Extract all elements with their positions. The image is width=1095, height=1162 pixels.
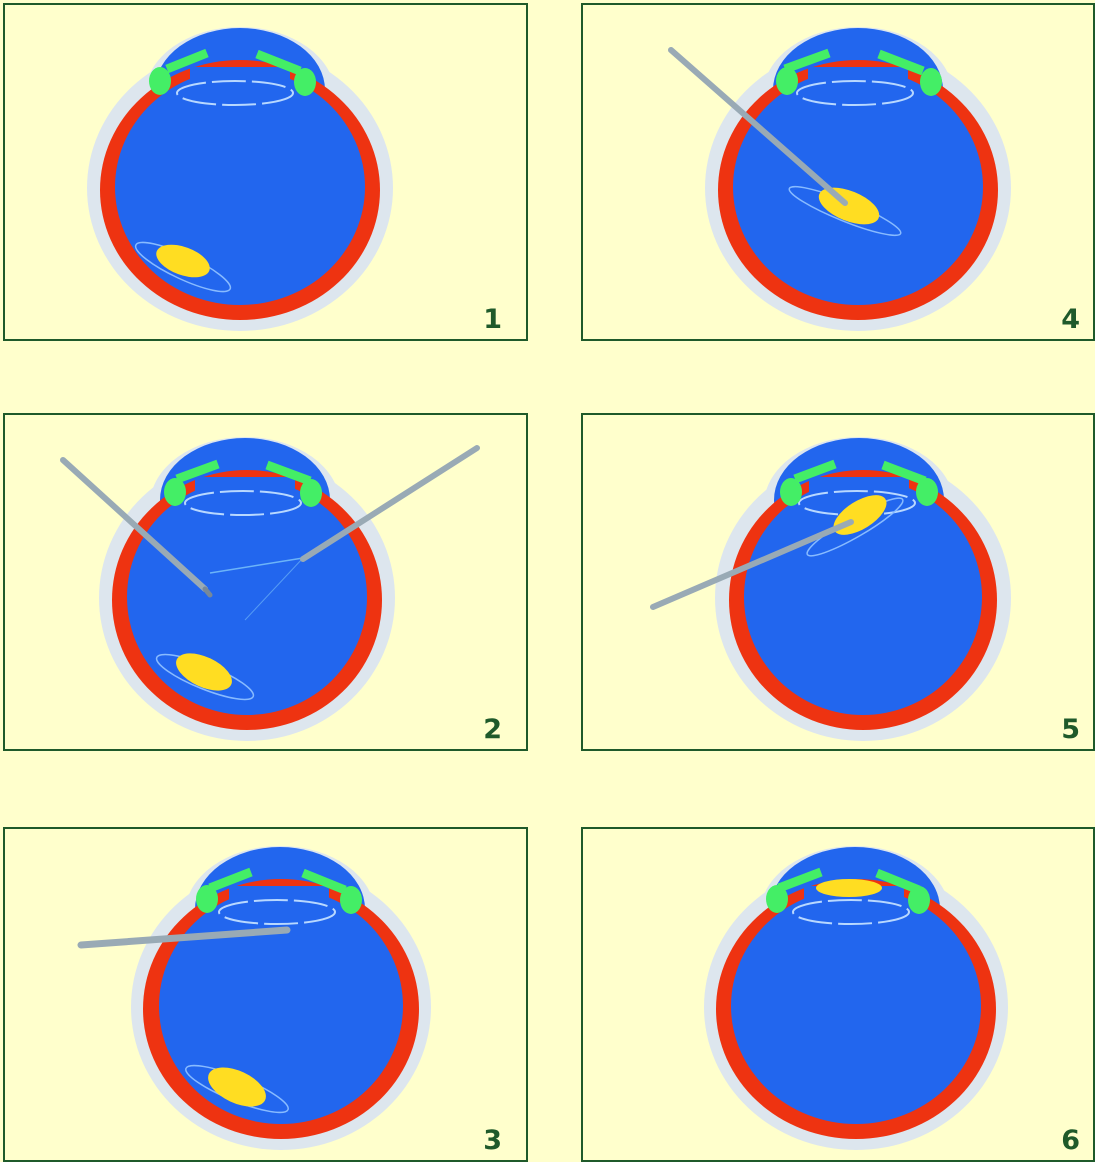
step-panel-6: 6 [581,827,1095,1162]
step-panel-5: 5 [581,413,1095,751]
eye-diagram-4 [583,5,1093,339]
ciliary-body-right [300,479,322,507]
step-number: 2 [483,714,502,745]
eye-diagram-3 [5,829,526,1160]
step-number: 4 [1061,304,1080,335]
ciliary-body-right [340,886,362,914]
step-panel-3: 3 [3,827,528,1162]
ciliary-body-left [780,478,802,506]
ciliary-body-left [766,885,788,913]
step-panel-1: 1 [3,3,528,341]
ciliary-body-right [294,68,316,96]
ciliary-body-left [776,67,798,95]
ciliary-body-left [164,478,186,506]
eye-diagram-5 [583,415,1093,749]
eye-diagram-1 [5,5,526,339]
step-panel-2: 2 [3,413,528,751]
step-number: 3 [483,1125,502,1156]
eye-diagram-6 [583,829,1093,1160]
eye-diagram-2 [5,415,526,749]
ciliary-body-right [916,478,938,506]
ciliary-body-right [920,68,942,96]
step-panel-4: 4 [581,3,1095,341]
step-number: 1 [483,304,502,335]
ciliary-body-left [196,885,218,913]
repositioned-lens [816,879,882,897]
step-number: 6 [1061,1125,1080,1156]
ciliary-body-left [149,67,171,95]
ciliary-body-right [908,886,930,914]
step-number: 5 [1061,714,1080,745]
